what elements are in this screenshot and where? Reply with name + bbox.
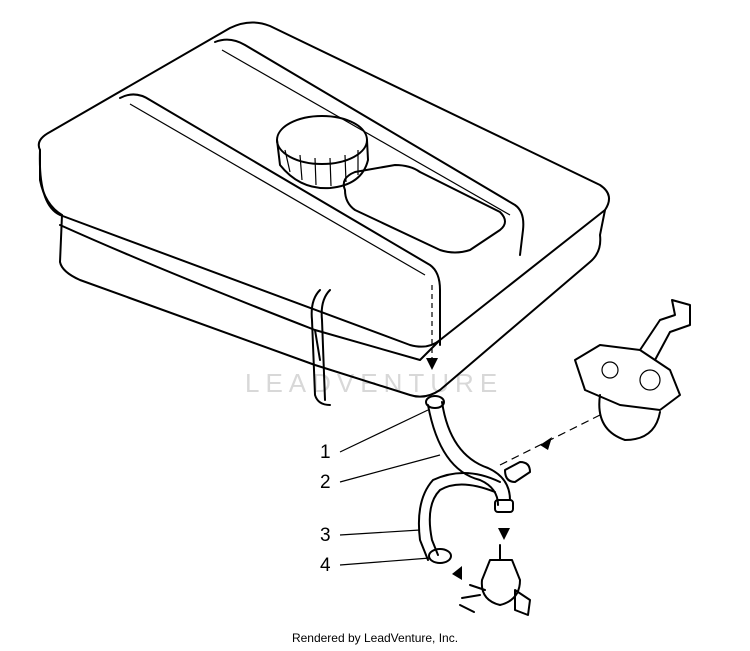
fuel-shutoff-valve: [459, 544, 531, 616]
callout-2: 2: [320, 472, 331, 493]
callout-4: 4: [320, 555, 331, 576]
hose-clamp: [425, 395, 445, 409]
callout-1: 1: [320, 442, 331, 463]
carburetor: [574, 299, 691, 441]
fuel-filter: [504, 461, 531, 483]
fuel-tank: [37, 21, 610, 406]
footer-credit: Rendered by LeadVenture, Inc.: [291, 631, 459, 645]
fuel-hose: [417, 395, 514, 564]
callout-3: 3: [320, 525, 331, 546]
callouts: 1 2 3 4: [320, 409, 441, 576]
fuel-cap: [276, 115, 369, 190]
arrows: [426, 285, 601, 580]
